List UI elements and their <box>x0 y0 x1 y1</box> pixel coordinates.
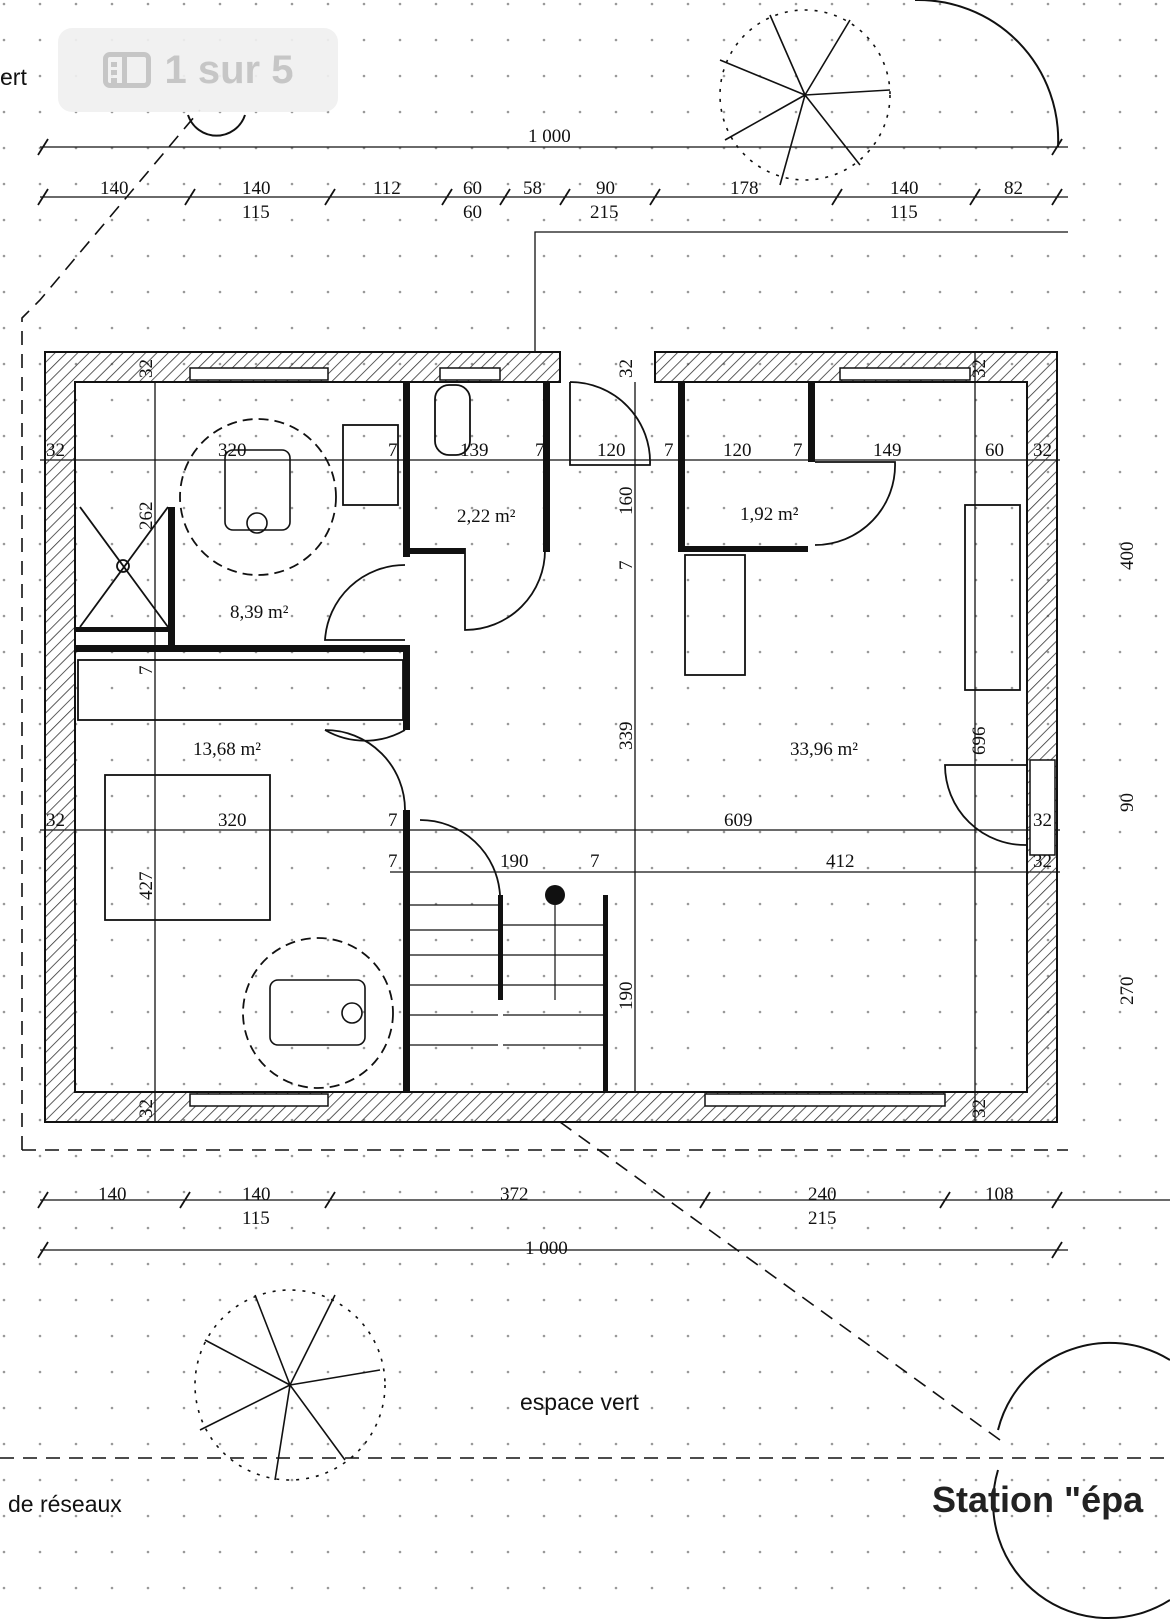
dim-label: 115 <box>242 1208 270 1229</box>
dim-label: 32 <box>969 359 990 378</box>
label-green-space-fragment: ert <box>0 64 27 90</box>
dim-label: 7 <box>590 851 600 872</box>
dim-label: 7 <box>793 440 803 461</box>
dim-label: 7 <box>664 440 674 461</box>
dim-label: 140 <box>890 178 919 199</box>
dim-label: 120 <box>597 440 626 461</box>
dim-label: 140 <box>98 1184 127 1205</box>
dim-label: 7 <box>388 440 398 461</box>
room-area-bedroom: 13,68 m² <box>193 739 261 760</box>
dim-label: 262 <box>136 502 157 531</box>
dim-label: 609 <box>724 810 753 831</box>
dim-label: 140 <box>100 178 129 199</box>
exterior-walls <box>44 351 1058 1123</box>
dim-label: 7 <box>616 561 637 571</box>
tree-icon <box>719 9 891 186</box>
dim-label: 60 <box>463 178 482 199</box>
dim-label: 112 <box>373 178 401 199</box>
page-indicator-text: 1 sur 5 <box>164 47 294 92</box>
dim-label: 215 <box>590 202 619 223</box>
dimension-labels: 1 000 140 140 112 60 58 90 178 140 82 11… <box>46 126 1138 1259</box>
dim-label: 270 <box>1117 977 1138 1006</box>
dim-label: 427 <box>136 872 157 901</box>
dim-label: 339 <box>616 722 637 751</box>
dim-top-total: 1 000 <box>528 126 571 147</box>
dim-label: 32 <box>136 359 157 378</box>
dim-label: 149 <box>873 440 902 461</box>
lot-boundary <box>0 109 1170 1459</box>
dim-label: 115 <box>890 202 918 223</box>
dim-label: 32 <box>46 810 65 831</box>
dim-label: 190 <box>616 982 637 1011</box>
dim-label: 320 <box>218 810 247 831</box>
sidebar-icon[interactable] <box>102 52 151 88</box>
room-area-storage: 1,92 m² <box>740 504 799 525</box>
label-green-space: espace vert <box>520 1389 640 1415</box>
dim-label: 32 <box>136 1099 157 1118</box>
dim-label: 90 <box>1117 793 1138 812</box>
dim-label: 160 <box>616 487 637 516</box>
dim-label: 400 <box>1117 542 1138 571</box>
dim-label: 372 <box>500 1184 529 1205</box>
dim-label: 7 <box>388 851 398 872</box>
dim-label: 140 <box>242 1184 271 1205</box>
wheelchair-icon <box>269 979 366 1046</box>
dim-label: 696 <box>969 727 990 756</box>
dim-label: 32 <box>46 440 65 461</box>
dim-label: 190 <box>500 851 529 872</box>
dim-label: 215 <box>808 1208 837 1229</box>
interior-walls <box>75 382 815 1092</box>
dim-label: 240 <box>808 1184 837 1205</box>
dim-label: 32 <box>969 1099 990 1118</box>
dim-label: 82 <box>1004 178 1023 199</box>
label-station: Station "épa <box>932 1479 1144 1520</box>
tree-icon <box>194 1289 386 1481</box>
dim-label: 139 <box>460 440 489 461</box>
room-areas: 8,39 m² 2,22 m² 1,92 m² 13,68 m² 33,96 m… <box>193 504 858 760</box>
dim-label: 140 <box>242 178 271 199</box>
label-networks: de réseaux <box>8 1491 122 1517</box>
dim-label: 7 <box>136 666 157 676</box>
room-area-wc: 2,22 m² <box>457 506 516 527</box>
dim-label: 320 <box>218 440 247 461</box>
dim-label: 7 <box>535 440 545 461</box>
dim-label: 115 <box>242 202 270 223</box>
dim-label: 178 <box>730 178 759 199</box>
dim-label: 32 <box>1033 440 1052 461</box>
dim-label: 60 <box>985 440 1004 461</box>
dim-label: 7 <box>388 810 398 831</box>
wheelchair-icon <box>224 449 291 534</box>
dim-label: 90 <box>596 178 615 199</box>
dim-label: 32 <box>1033 810 1052 831</box>
dim-label: 58 <box>523 178 542 199</box>
dim-bottom-total: 1 000 <box>525 1238 568 1259</box>
stair-start-marker <box>545 885 565 905</box>
dim-label: 32 <box>616 359 637 378</box>
page-indicator[interactable]: 1 sur 5 <box>58 28 338 112</box>
dim-label: 412 <box>826 851 855 872</box>
room-area-bathroom: 8,39 m² <box>230 602 289 623</box>
room-area-living: 33,96 m² <box>790 739 858 760</box>
dim-label: 60 <box>463 202 482 223</box>
doors-and-fixtures <box>77 381 1028 1089</box>
dim-label: 120 <box>723 440 752 461</box>
dim-label: 108 <box>985 1184 1014 1205</box>
dim-label: 32 <box>1033 851 1052 872</box>
